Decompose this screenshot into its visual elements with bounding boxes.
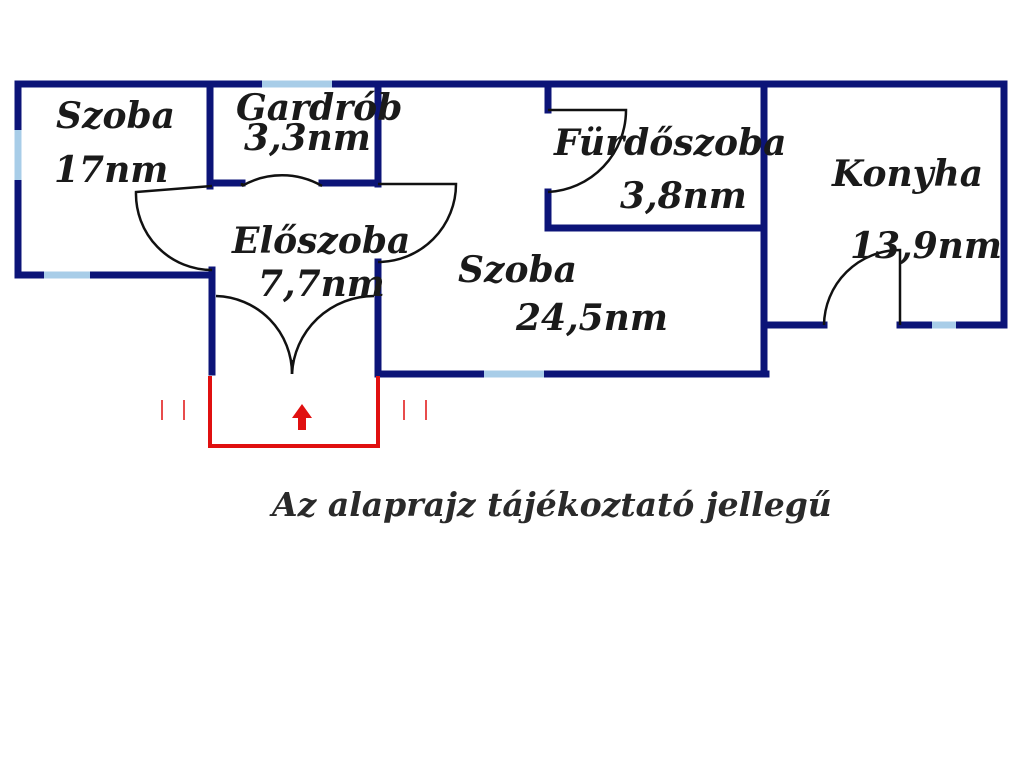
room-name-4: Fürdőszoba	[553, 122, 786, 164]
entrance	[161, 376, 427, 448]
door-entrance-left	[215, 294, 294, 375]
door-bathroom	[547, 108, 628, 194]
door-gardrob	[240, 174, 323, 188]
room-name-6: Konyha	[831, 153, 983, 195]
room-area-5: 24,5nm	[515, 297, 668, 339]
disclaimer-text: Az alaprajz tájékoztató jellegű	[269, 485, 832, 524]
room-name-2: Gardrób	[236, 87, 402, 129]
door-kitchen	[822, 248, 902, 326]
door-left-room	[134, 184, 213, 272]
entrance-arrow-icon	[292, 404, 312, 430]
door-big-room	[377, 182, 458, 264]
room-area-4: 3,8nm	[620, 175, 747, 217]
room-name-5: Szoba	[458, 249, 577, 291]
windows	[14, 80, 956, 378]
room-area-2: 3,3nm	[244, 117, 371, 159]
door-entrance-right	[290, 294, 375, 375]
walls	[14, 80, 1008, 378]
room-labels: Szoba 17nm Gardrób 3,3nm Előszoba 7,7nm …	[54, 87, 1002, 339]
entrance-outline	[208, 376, 380, 448]
room-area-3: 7,7nm	[258, 263, 385, 305]
room-name-1: Szoba	[56, 95, 175, 137]
room-area-6: 13,9nm	[850, 225, 1002, 267]
room-name-3: Előszoba	[231, 220, 410, 262]
doors	[134, 108, 902, 375]
room-area-1: 17nm	[54, 149, 168, 191]
